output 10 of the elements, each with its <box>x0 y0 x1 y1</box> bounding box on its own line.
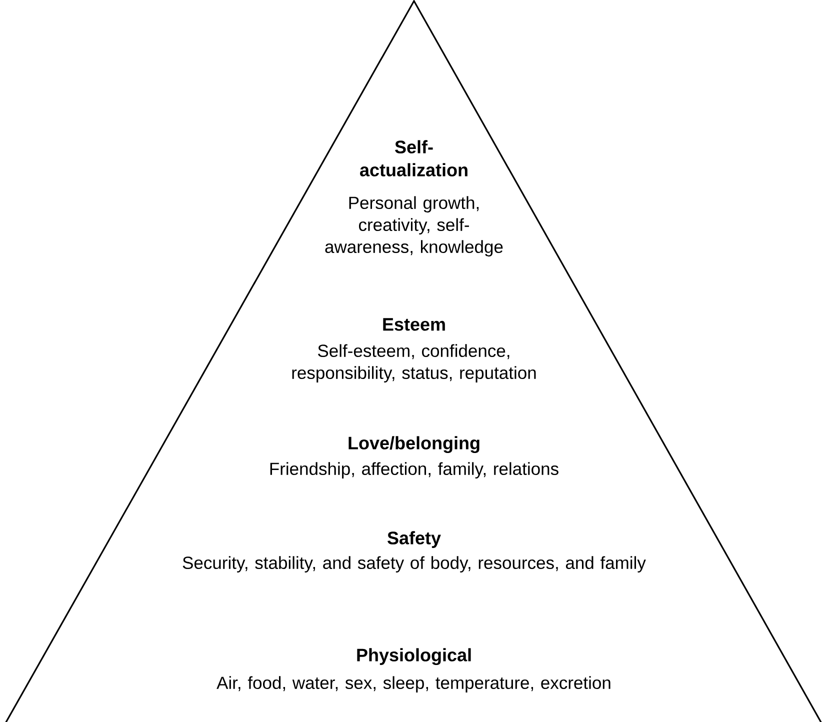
level-heading: Esteem <box>383 318 445 331</box>
level-heading: Safety <box>388 531 441 548</box>
level-description: Self-esteem, confidence, responsibility, status, reputation <box>292 344 536 382</box>
level-heading: Physiological <box>357 648 471 666</box>
level-description: Security, stability, and safety of body, resources, and family <box>182 556 646 572</box>
level-description: Friendship, affection, family, relations <box>270 462 558 478</box>
level-description: Personal growth, creativity, self-awareness, knowledge <box>325 196 503 256</box>
level-heading: Love/belonging <box>348 436 480 454</box>
level-heading: Self-actualization <box>360 140 468 176</box>
level-description: Air, food, water, sex, sleep, temperature, excretion <box>216 676 610 692</box>
